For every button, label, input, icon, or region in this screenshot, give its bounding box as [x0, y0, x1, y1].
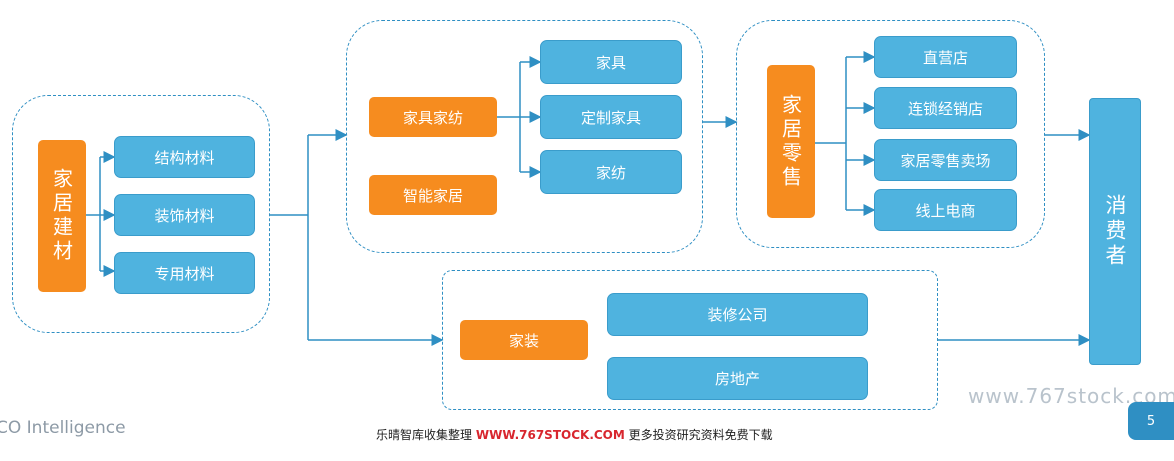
decoration-title: 家装 [460, 320, 588, 360]
smart-home-label: 智能家居 [369, 175, 497, 215]
decoration-item-renovation-company: 装修公司 [607, 293, 868, 336]
banner-suffix: 更多投资研究资料免费下载 [628, 428, 773, 442]
furniture-item-furniture: 家具 [540, 40, 682, 84]
building-material-item-decorative: 装饰材料 [114, 194, 255, 236]
retail-title: 家居零售 [767, 65, 815, 218]
banner-prefix: 乐晴智库收集整理 [376, 428, 473, 442]
footer-brand-text: CO Intelligence [0, 418, 126, 438]
banner-url[interactable]: WWW.767STOCK.COM [475, 428, 625, 442]
decoration-item-real-estate: 房地产 [607, 357, 868, 400]
retail-group [736, 20, 1045, 248]
building-material-item-structural: 结构材料 [114, 136, 255, 178]
furniture-group [346, 20, 703, 253]
page-number-badge: 5 [1128, 402, 1174, 440]
building-material-item-special: 专用材料 [114, 252, 255, 294]
furniture-item-custom: 定制家具 [540, 95, 682, 139]
retail-item-direct-store: 直营店 [874, 36, 1017, 78]
retail-item-chain-dealer: 连锁经销店 [874, 87, 1017, 129]
decoration-group [442, 270, 938, 410]
building-materials-group [12, 95, 270, 333]
consumer-box: 消费者 [1089, 98, 1141, 365]
furniture-item-textile: 家纺 [540, 150, 682, 194]
home-textile-label: 家具家纺 [369, 97, 497, 137]
footer-banner: 乐晴智库收集整理 WWW.767STOCK.COM 更多投资研究资料免费下载 [376, 426, 773, 443]
retail-item-ecommerce: 线上电商 [874, 189, 1017, 231]
building-materials-title: 家居建材 [38, 140, 86, 292]
retail-item-home-mall: 家居零售卖场 [874, 139, 1017, 181]
